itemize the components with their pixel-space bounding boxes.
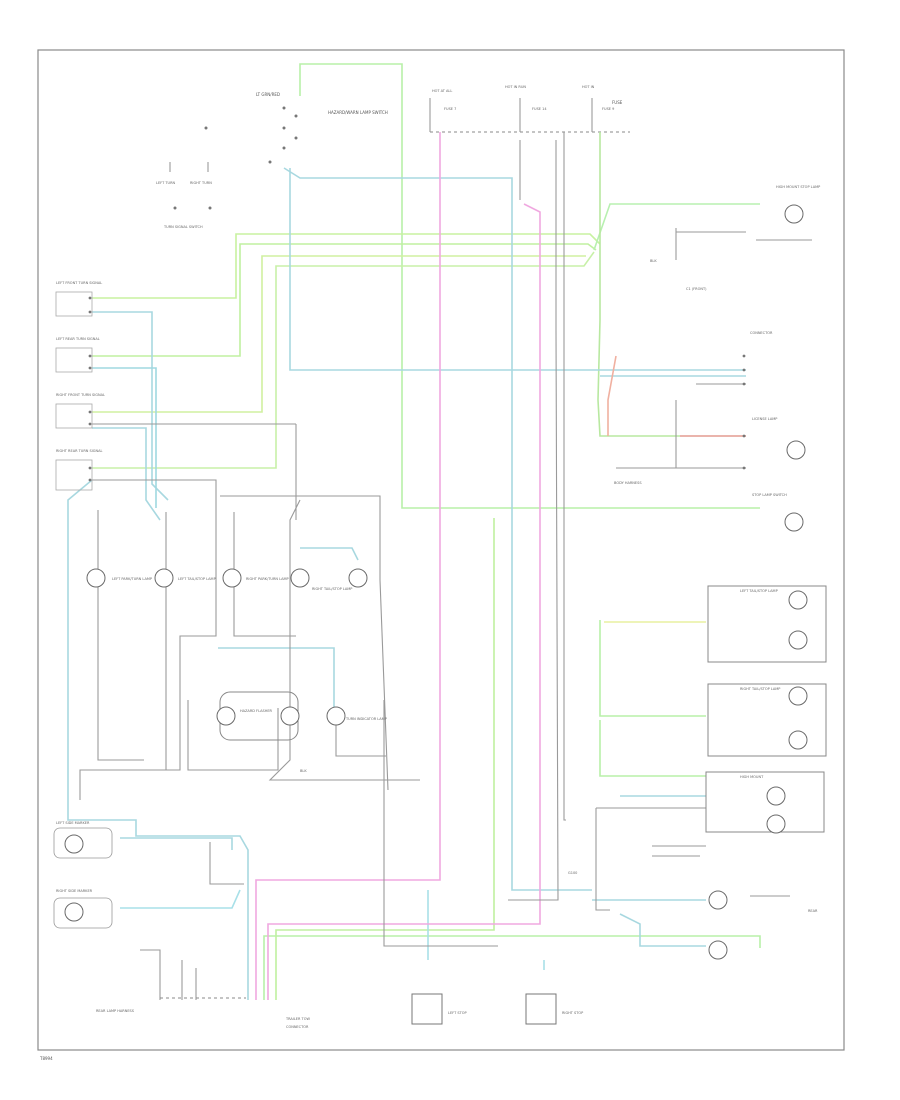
svg-text:TURN INDICATOR LAMP: TURN INDICATOR LAMP bbox=[345, 717, 387, 721]
red-wires bbox=[607, 355, 746, 437]
left-connectors: LEFT FRONT TURN SIGNAL LEFT REAR TURN SI… bbox=[55, 281, 105, 491]
svg-text:BLK: BLK bbox=[300, 769, 307, 773]
svg-text:LEFT STOP: LEFT STOP bbox=[448, 1011, 467, 1015]
svg-text:HIGH MOUNT: HIGH MOUNT bbox=[740, 775, 764, 779]
right-front-signal: RIGHT FRONT TURN SIGNAL bbox=[55, 393, 105, 429]
right-lamps: HIGH MOUNT STOP LAMP BLK C1 (FRONT) CONN… bbox=[614, 185, 827, 960]
svg-text:FUSE 9: FUSE 9 bbox=[602, 107, 614, 111]
side-markers: LEFT SIDE MARKER RIGHT SIDE MARKER bbox=[53, 821, 113, 929]
left-front-signal: LEFT FRONT TURN SIGNAL bbox=[55, 281, 102, 317]
label-right-park: RIGHT PARK/TURN LAMP bbox=[246, 577, 289, 581]
right-rear-signal: RIGHT REAR TURN SIGNAL bbox=[55, 449, 102, 491]
svg-text:BLK: BLK bbox=[650, 259, 657, 263]
svg-text:RIGHT REAR TURN SIGNAL: RIGHT REAR TURN SIGNAL bbox=[56, 449, 102, 453]
svg-text:HIGH MOUNT STOP LAMP: HIGH MOUNT STOP LAMP bbox=[776, 185, 820, 189]
blue-wires bbox=[67, 167, 746, 1000]
fuse-panel: HOT AT ALL HOT IN RUN HOT IN FUSE FUSE 7… bbox=[429, 85, 630, 133]
svg-text:LEFT TAIL/STOP LAMP: LEFT TAIL/STOP LAMP bbox=[740, 589, 778, 593]
label-right-turn: RIGHT TURN bbox=[190, 181, 212, 185]
hazard-flasher: HAZARD FLASHER TURN INDICATOR LAMP BLK bbox=[216, 691, 387, 773]
svg-text:RIGHT SIDE MARKER: RIGHT SIDE MARKER bbox=[56, 889, 93, 893]
label-lt-grn-red: LT GRN/RED bbox=[256, 92, 280, 97]
svg-text:RIGHT TAIL/STOP LAMP: RIGHT TAIL/STOP LAMP bbox=[740, 687, 780, 691]
svg-text:RIGHT STOP: RIGHT STOP bbox=[562, 1011, 583, 1015]
label-left-tail: LEFT TAIL/STOP LAMP bbox=[178, 577, 216, 581]
diagram-border bbox=[37, 49, 845, 1051]
label-left-park: LEFT PARK/TURN LAMP bbox=[112, 577, 152, 581]
svg-text:REAR: REAR bbox=[808, 909, 818, 913]
svg-text:HOT IN: HOT IN bbox=[582, 85, 595, 89]
svg-text:TRAILER TOW: TRAILER TOW bbox=[285, 1017, 310, 1021]
hazard-switch-group: LT GRN/RED HAZARD/WARN LAMP SWITCH LEFT … bbox=[156, 92, 388, 229]
svg-text:FUSE 14: FUSE 14 bbox=[532, 107, 547, 111]
svg-text:LEFT FRONT TURN SIGNAL: LEFT FRONT TURN SIGNAL bbox=[56, 281, 102, 285]
brake-switches: LEFT STOP RIGHT STOP G100 bbox=[411, 871, 583, 1025]
indicator-lamps: LEFT PARK/TURN LAMP LEFT TAIL/STOP LAMP … bbox=[86, 568, 368, 591]
label-turn-signal-switch: TURN SIGNAL SWITCH bbox=[163, 225, 203, 229]
svg-text:G100: G100 bbox=[568, 871, 577, 875]
svg-text:RIGHT FRONT TURN SIGNAL: RIGHT FRONT TURN SIGNAL bbox=[56, 393, 105, 397]
svg-text:LICENSE LAMP: LICENSE LAMP bbox=[752, 417, 777, 421]
label-hazard-switch: HAZARD/WARN LAMP SWITCH bbox=[328, 110, 388, 115]
svg-text:HOT AT ALL: HOT AT ALL bbox=[432, 89, 452, 93]
label-right-tail: RIGHT TAIL/STOP LAMP bbox=[312, 587, 352, 591]
svg-text:BODY HARNESS: BODY HARNESS bbox=[614, 481, 642, 485]
svg-text:FUSE 7: FUSE 7 bbox=[444, 107, 456, 111]
svg-text:STOP LAMP SWITCH: STOP LAMP SWITCH bbox=[752, 493, 787, 497]
bottom-connectors: REAR LAMP HARNESS TRAILER TOW CONNECTOR bbox=[96, 1009, 310, 1029]
svg-text:REAR LAMP HARNESS: REAR LAMP HARNESS bbox=[96, 1009, 135, 1013]
svg-text:LEFT REAR TURN SIGNAL: LEFT REAR TURN SIGNAL bbox=[56, 337, 100, 341]
black-wires bbox=[79, 132, 790, 1000]
svg-text:LEFT SIDE MARKER: LEFT SIDE MARKER bbox=[56, 821, 90, 825]
pink-wires bbox=[255, 132, 541, 1000]
green-wires bbox=[92, 63, 761, 1000]
svg-text:CONNECTOR: CONNECTOR bbox=[286, 1025, 309, 1029]
svg-text:HAZARD FLASHER: HAZARD FLASHER bbox=[240, 709, 273, 713]
label-left-turn: LEFT TURN bbox=[156, 181, 175, 185]
svg-text:CONNECTOR: CONNECTOR bbox=[750, 331, 773, 335]
left-rear-signal: LEFT REAR TURN SIGNAL bbox=[55, 337, 100, 373]
label-fuse: FUSE bbox=[612, 100, 623, 105]
svg-text:HOT IN RUN: HOT IN RUN bbox=[505, 85, 526, 89]
svg-text:C1 (FRONT): C1 (FRONT) bbox=[686, 287, 707, 291]
footer-label: T8994 bbox=[39, 1056, 53, 1061]
